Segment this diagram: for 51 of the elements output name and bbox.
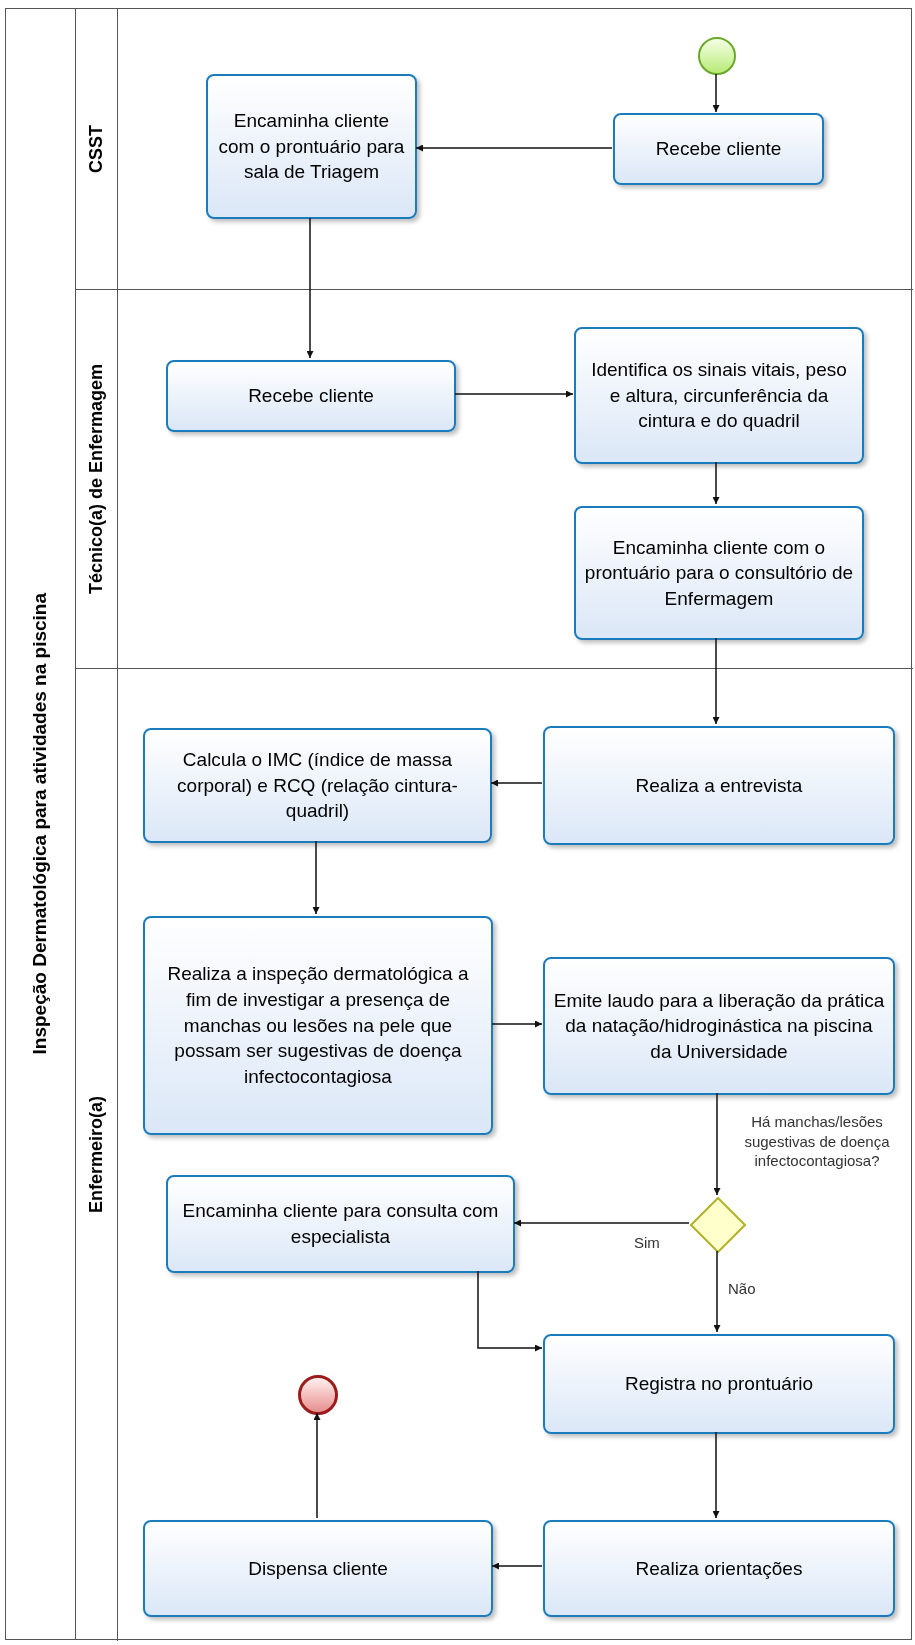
task-box (143, 1520, 493, 1617)
task-text: Recebe cliente (248, 384, 374, 409)
task-box (543, 726, 895, 845)
arrow (477, 1270, 543, 1352)
task-text: Encaminha cliente com o prontuário para o consultório de Enfermagem (584, 535, 854, 611)
task-text: Registra no prontuário (625, 1372, 813, 1397)
task-box (543, 1334, 895, 1434)
arrow (712, 637, 720, 725)
arrow (713, 1092, 721, 1196)
task-box (613, 113, 824, 185)
swimlane (76, 289, 913, 668)
lane-label: Enfermeiro(a) (85, 1096, 107, 1214)
task-text: Realiza a entrevista (635, 773, 803, 798)
task-box (166, 360, 456, 432)
arrow (306, 217, 314, 359)
task-text: Encaminha cliente para consulta com especialista (181, 1199, 500, 1249)
task-box (574, 327, 864, 464)
gateway-question: Há manchas/lesões sugestivas de doença infectocontagiosa? (743, 1112, 891, 1171)
task-text: Emite laudo para a liberação da prática da natação/hidroginástica na piscina da Universidade (553, 988, 885, 1064)
task-box (574, 506, 864, 640)
arrow (712, 461, 720, 505)
arrow (313, 1412, 321, 1519)
task-box (543, 957, 895, 1095)
task-box (143, 728, 492, 843)
task-text: Identifica os sinais vitais, peso e altura, circunferência da cintura e do quadril (590, 358, 848, 434)
task-text: Recebe cliente (655, 137, 782, 162)
arrow (712, 73, 720, 113)
arrow (712, 1431, 720, 1519)
swimlane (76, 668, 913, 1641)
arrow (491, 1020, 543, 1028)
task-text: Encaminha cliente com o prontuário para sala de Triagem (217, 109, 406, 185)
arrow (312, 840, 320, 915)
task-box (206, 74, 417, 219)
arrow (490, 779, 543, 787)
task-text: Realiza orientações (635, 1556, 803, 1581)
lane-label: Técnico(a) de Enfermagem (85, 363, 107, 595)
pool-band (5, 8, 912, 1640)
task-text: Calcula o IMC (índice de massa corporal) e RCQ (relação cintura-quadril) (176, 748, 459, 824)
lane-label: CSST (85, 125, 107, 173)
decision-diamond (690, 1197, 746, 1253)
task-text: Dispensa cliente (248, 1556, 388, 1581)
arrow (713, 1250, 721, 1333)
arrow (415, 144, 613, 152)
arrow (454, 390, 574, 398)
arrow (513, 1219, 690, 1227)
arrow (491, 1562, 543, 1570)
task-text: Realiza a inspeção dermatológica a fim de investigar a presença de manchas ou lesões na pele que possam ser sugestivas de doença infectocontagiosa (166, 962, 470, 1089)
task-box (143, 916, 493, 1135)
task-box (543, 1520, 895, 1617)
pool-title: Inspeção Dermatológica para atividades na piscina (28, 593, 52, 1055)
task-box (166, 1175, 515, 1273)
